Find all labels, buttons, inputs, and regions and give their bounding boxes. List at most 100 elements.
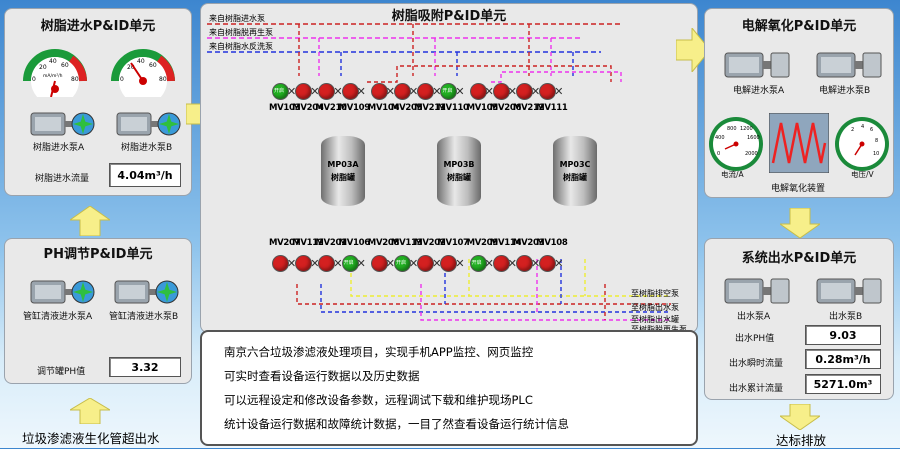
flow-label: 树脂进水流量 [35, 174, 90, 184]
arrow-up-icon [70, 206, 110, 236]
top-valve-mv212[interactable] [517, 84, 532, 99]
top-valve-mv210[interactable] [319, 84, 335, 99]
top-valve-label: MV103 [269, 103, 301, 113]
bottom-valve-mv107[interactable] [441, 256, 457, 271]
valve-cross-icon: ✕ [507, 85, 518, 98]
arrow-up-icon [70, 398, 110, 424]
valve-cross-icon: ✕ [310, 85, 320, 98]
svg-text:2000: 2000 [745, 151, 758, 157]
top-valve-label: MV205 [391, 103, 423, 113]
top-valve-label: MV110 [437, 103, 469, 113]
svg-text:40: 40 [49, 58, 57, 65]
svg-text:8: 8 [875, 138, 878, 144]
bottom-valve-label: MV207 [269, 238, 301, 248]
valve-on-text: 开启 [343, 260, 354, 266]
bottom-valve-mv203[interactable] [517, 256, 532, 271]
top-valve-mv109[interactable] [342, 84, 358, 99]
svg-text:1600: 1600 [747, 135, 760, 141]
bottom-valve-mv113[interactable]: 开启 [395, 256, 410, 271]
pump-a-icon[interactable] [723, 49, 793, 81]
bottom-valve-label: MV107 [437, 238, 469, 248]
outlet-flow-label: 出水瞬时流量 [729, 359, 784, 369]
top-valve-mv105[interactable] [470, 84, 486, 99]
pump-b-icon[interactable] [815, 49, 885, 81]
right-pipe-label-3: 至树脂出水罐 [631, 315, 679, 324]
outlet-total-value: 5271.0m³ [805, 374, 881, 394]
valve-cross-icon: ✕ [333, 257, 343, 270]
svg-text:4: 4 [861, 124, 864, 130]
bottom-valve-mv208[interactable] [371, 256, 387, 271]
bottom-left-caption: 垃圾渗滤液生化管超出水 [22, 431, 160, 446]
valve-cross-icon: ✕ [310, 257, 320, 270]
top-valve-mv111[interactable] [540, 84, 556, 99]
info-line-4: 统计设备运行数据和故障统计数据，一目了然查看设备运行统计信息 [224, 417, 569, 431]
valve-cross-icon: ✕ [287, 257, 297, 270]
valve-on-text: 开启 [471, 260, 482, 266]
svg-text:0: 0 [717, 151, 720, 157]
pump-b-icon[interactable] [115, 109, 181, 139]
top-valve-mv110[interactable]: 开启 [441, 84, 457, 99]
bottom-valve-label: MV114 [489, 238, 522, 248]
top-valve-mv103[interactable]: 开启 [273, 84, 288, 99]
ph-panel: PH调节P&ID单元 管缸清液进水泵A 管缸清液进水泵B 调节罐PH值 3.32 [4, 238, 192, 384]
bottom-valve-label: MV106 [338, 238, 371, 248]
pump-a-icon[interactable] [29, 109, 95, 139]
svg-text:40: 40 [137, 58, 145, 65]
tank-id: MP03A [327, 160, 359, 169]
voltage-gauge-icon: 2 4 6 8 10 [835, 117, 889, 171]
bottom-valve-mv112[interactable] [296, 256, 312, 271]
pump-a-icon[interactable] [29, 277, 95, 307]
bottom-valve-mv108[interactable] [540, 256, 556, 271]
pump-a-label: 管缸清液进水泵A [23, 312, 93, 322]
valve-cross-icon: ✕ [432, 85, 442, 98]
panel-title: 树脂进水P&ID单元 [40, 19, 156, 34]
pump-a-label: 树脂进水泵A [33, 143, 85, 153]
valve-cross-icon: ✕ [432, 257, 442, 270]
outlet-panel: 系统出水P&ID单元 出水泵A 出水泵B 出水PH值 9.03 出水瞬时流量 0… [704, 238, 894, 400]
bottom-valve-mv201[interactable] [319, 256, 335, 271]
bottom-valve-mv106[interactable]: 开启 [342, 256, 358, 271]
top-valve-label: MV104 [367, 103, 400, 113]
electrolysis-panel: 电解氧化P&ID单元 电解进水泵A 电解进水泵B 800 1200 400 16… [704, 8, 894, 198]
bottom-valve-mv207[interactable] [273, 256, 288, 271]
ph-label: 调节罐PH值 [37, 367, 86, 377]
svg-text:0: 0 [120, 76, 124, 83]
top-valve-mv205[interactable] [395, 84, 410, 99]
pump-a-icon[interactable] [723, 275, 793, 307]
valve-on-text: 开启 [442, 88, 453, 94]
tank-mp03a: MP03A 树脂罐 [321, 136, 365, 206]
device-label: 电解氧化装置 [771, 184, 826, 194]
top-valve-label: MV109 [338, 103, 371, 113]
pipe-label-3: 来自树脂水反洗泵 [209, 42, 273, 51]
valve-on-text: 开启 [396, 260, 407, 266]
valve-on-text: 开启 [274, 88, 285, 94]
panel-title: PH调节P&ID单元 [43, 247, 153, 262]
pipe-network [207, 23, 671, 321]
arrow-down-icon [780, 208, 820, 238]
pump-a-label: 出水泵A [737, 312, 771, 322]
top-valve-mv206[interactable] [493, 84, 509, 99]
right-pipe-label-1: 至树脂排空泵 [631, 289, 679, 298]
outlet-total-label: 出水累计流量 [729, 384, 784, 394]
bottom-valve-mv202[interactable] [418, 256, 434, 271]
bottom-valve-mv209[interactable]: 开启 [470, 256, 486, 271]
top-valve-label: MV111 [536, 103, 568, 113]
valve-cross-icon: ✕ [356, 257, 366, 270]
electrolysis-device-icon [769, 113, 829, 173]
bottom-valve-label: MV112 [292, 238, 324, 248]
valve-cross-icon: ✕ [484, 85, 494, 98]
bottom-valve-mv114[interactable] [493, 256, 509, 271]
svg-text:80: 80 [71, 76, 79, 83]
pump-b-icon[interactable] [815, 275, 885, 307]
bottom-valve-label: MV108 [536, 238, 568, 248]
voltage-gauge-label: 电压/V [851, 170, 874, 179]
top-valve-mv104[interactable] [371, 84, 387, 99]
valve-cross-icon: ✕ [554, 257, 564, 270]
top-valve-mv211[interactable] [418, 84, 434, 99]
pump-b-label: 出水泵B [829, 312, 863, 322]
valve-cross-icon: ✕ [385, 257, 396, 270]
top-valve-mv204[interactable] [296, 84, 312, 99]
info-line-2: 可实时查看设备运行数据以及历史数据 [224, 369, 420, 383]
pump-b-icon[interactable] [113, 277, 179, 307]
